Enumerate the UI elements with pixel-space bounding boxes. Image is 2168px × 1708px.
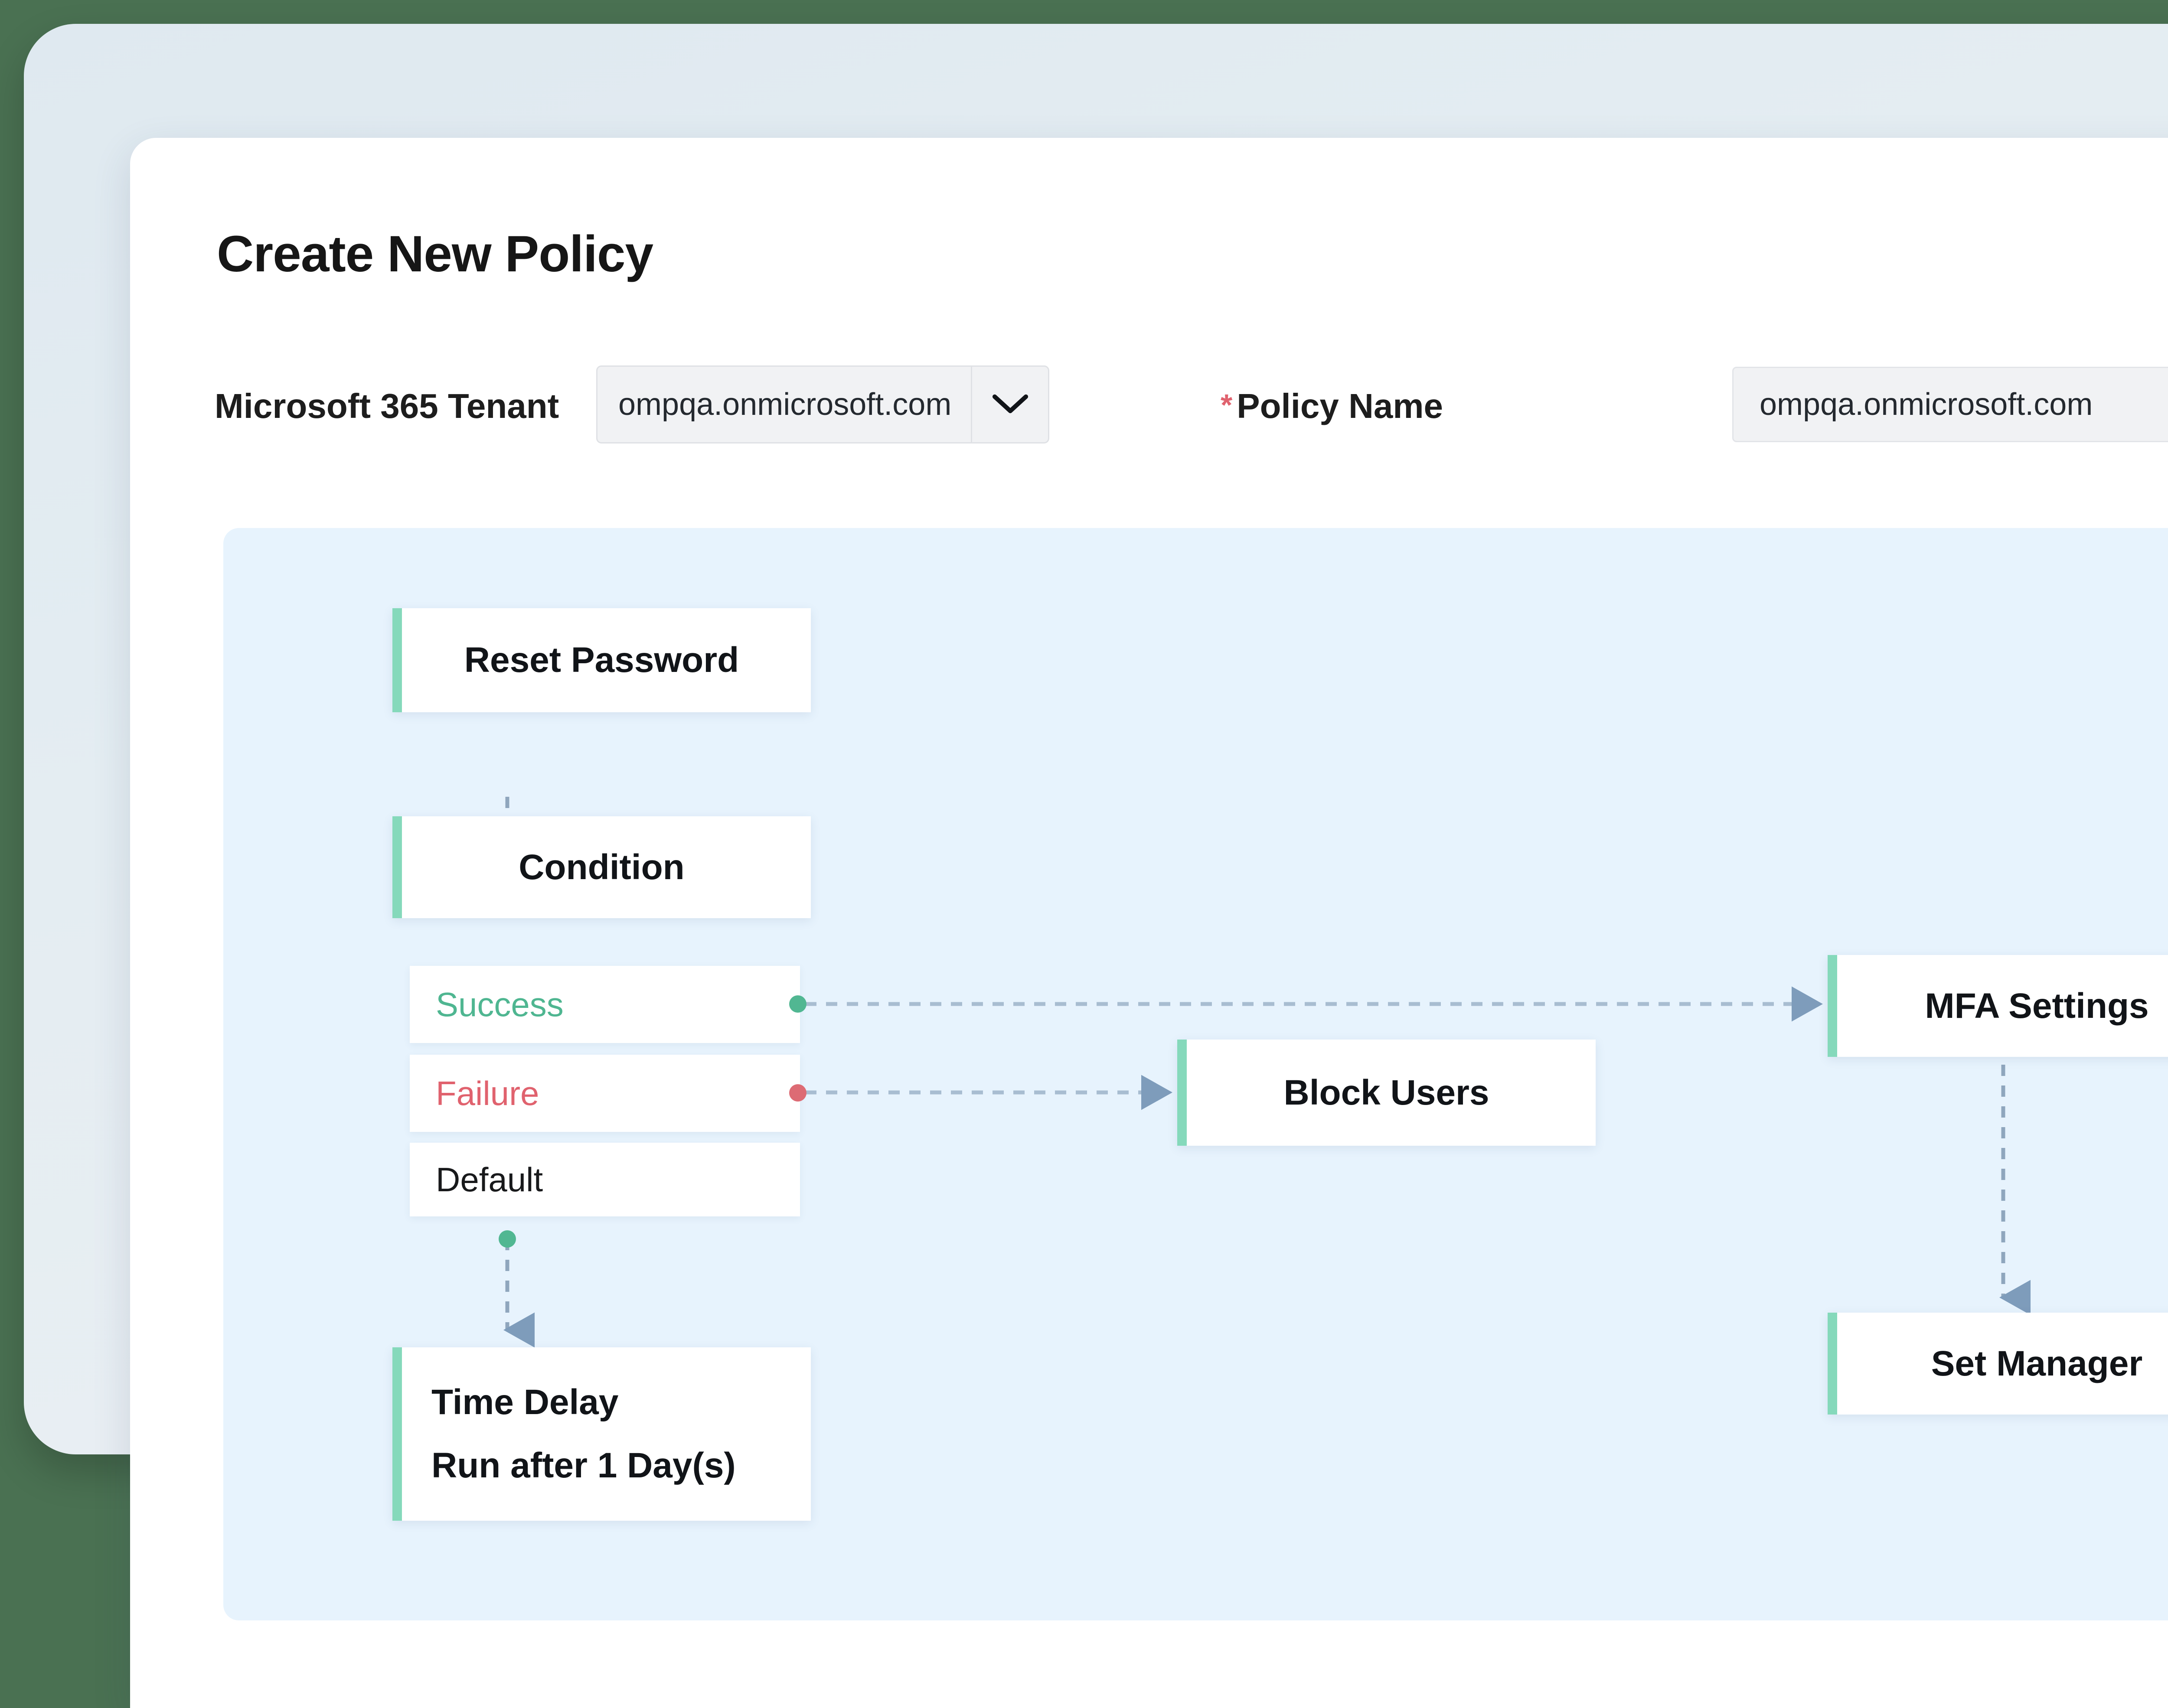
branch-label: Failure bbox=[436, 1074, 539, 1112]
branch-label: Success bbox=[436, 985, 564, 1023]
branch-row-success[interactable]: Success bbox=[410, 966, 800, 1043]
node-accent-bar bbox=[1828, 1313, 1837, 1415]
flow-node-label: Time Delay bbox=[431, 1382, 619, 1422]
node-accent-bar bbox=[392, 608, 402, 712]
flow-node-label: Set Manager bbox=[1931, 1343, 2143, 1383]
policy-name-label: Policy Name bbox=[1237, 387, 1443, 425]
policy-flow-canvas[interactable]: Reset Password Condition Success Failure… bbox=[223, 528, 2168, 1620]
policy-form-row: Microsoft 365 Tenant ompqa.onmicrosoft.c… bbox=[215, 365, 2168, 452]
chevron-down-icon[interactable] bbox=[971, 367, 1048, 442]
page-title: Create New Policy bbox=[217, 225, 653, 283]
branch-row-default[interactable]: Default bbox=[410, 1143, 800, 1216]
tenant-label: Microsoft 365 Tenant bbox=[215, 387, 559, 425]
branch-connector-dot-default[interactable] bbox=[499, 1230, 516, 1248]
branch-label: Default bbox=[436, 1160, 543, 1199]
policy-name-label-group: *Policy Name bbox=[1221, 386, 1443, 426]
flow-node-mfa-settings[interactable]: MFA Settings bbox=[1828, 955, 2168, 1057]
tenant-select[interactable]: ompqa.onmicrosoft.com bbox=[596, 365, 1049, 443]
flow-node-sublabel: Run after 1 Day(s) bbox=[431, 1446, 736, 1485]
flow-node-label: Block Users bbox=[1283, 1072, 1489, 1112]
flow-node-block-users[interactable]: Block Users bbox=[1177, 1040, 1596, 1146]
flow-node-condition[interactable]: Condition bbox=[392, 816, 811, 918]
required-asterisk: * bbox=[1221, 388, 1233, 422]
policy-name-value: ompqa.onmicrosoft.com bbox=[1760, 387, 2093, 422]
flow-node-label: Reset Password bbox=[464, 640, 739, 680]
policy-name-field[interactable]: ompqa.onmicrosoft.com bbox=[1732, 367, 2168, 442]
flow-node-set-manager[interactable]: Set Manager bbox=[1828, 1313, 2168, 1415]
flow-node-time-delay[interactable]: Time Delay Run after 1 Day(s) bbox=[392, 1347, 811, 1521]
branch-connector-dot-failure[interactable] bbox=[789, 1084, 806, 1102]
node-accent-bar bbox=[392, 816, 402, 918]
create-policy-card: Create New Policy Microsoft 365 Tenant o… bbox=[130, 138, 2168, 1708]
node-accent-bar bbox=[1828, 955, 1837, 1057]
flow-node-reset-password[interactable]: Reset Password bbox=[392, 608, 811, 712]
flow-node-label: Condition bbox=[519, 847, 685, 887]
tenant-select-value: ompqa.onmicrosoft.com bbox=[618, 387, 952, 422]
node-accent-bar bbox=[392, 1347, 402, 1521]
branch-row-failure[interactable]: Failure bbox=[410, 1055, 800, 1132]
node-accent-bar bbox=[1177, 1040, 1187, 1146]
flow-node-label: MFA Settings bbox=[1925, 986, 2149, 1026]
branch-connector-dot-success[interactable] bbox=[789, 995, 806, 1013]
